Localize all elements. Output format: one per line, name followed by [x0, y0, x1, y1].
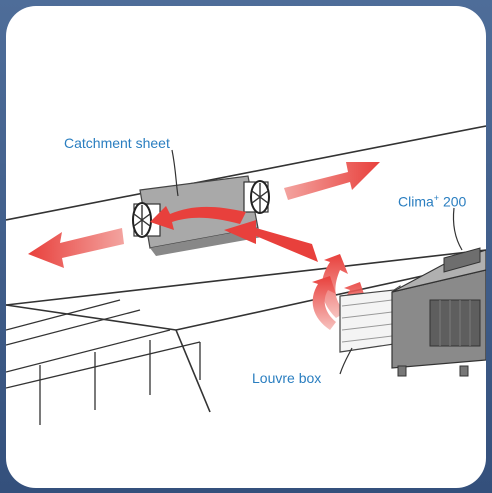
- clima-name: Clima: [398, 193, 434, 210]
- air-flow-arrow: [224, 220, 318, 262]
- leader-lines: [171, 149, 463, 375]
- clima-label: Clima+ 200: [398, 193, 466, 210]
- clima-superscript: +: [433, 193, 440, 203]
- air-flow-arrow: [150, 206, 246, 230]
- catchment-sheet-label: Catchment sheet: [64, 135, 170, 151]
- wall-corner: [175, 329, 211, 413]
- air-flow-arrow: [284, 162, 380, 200]
- platform-top: [6, 304, 177, 331]
- ceiling-edge-front: [6, 249, 486, 306]
- fan-icon: [132, 202, 161, 238]
- louvre-box: [339, 285, 401, 353]
- clima-number: 200: [442, 193, 467, 210]
- louvre-box-label: Louvre box: [252, 370, 322, 386]
- scaffold-structure: [6, 299, 201, 425]
- ceiling-lines: [6, 125, 486, 413]
- diagram-panel: Catchment sheet Clima+ 200 Louvre box: [6, 6, 486, 488]
- clima-unit: [391, 247, 486, 377]
- installation-diagram: [6, 125, 486, 425]
- air-flow-arrow: [28, 228, 124, 268]
- ceiling-edge-back: [6, 125, 486, 221]
- fan-icon: [243, 180, 270, 214]
